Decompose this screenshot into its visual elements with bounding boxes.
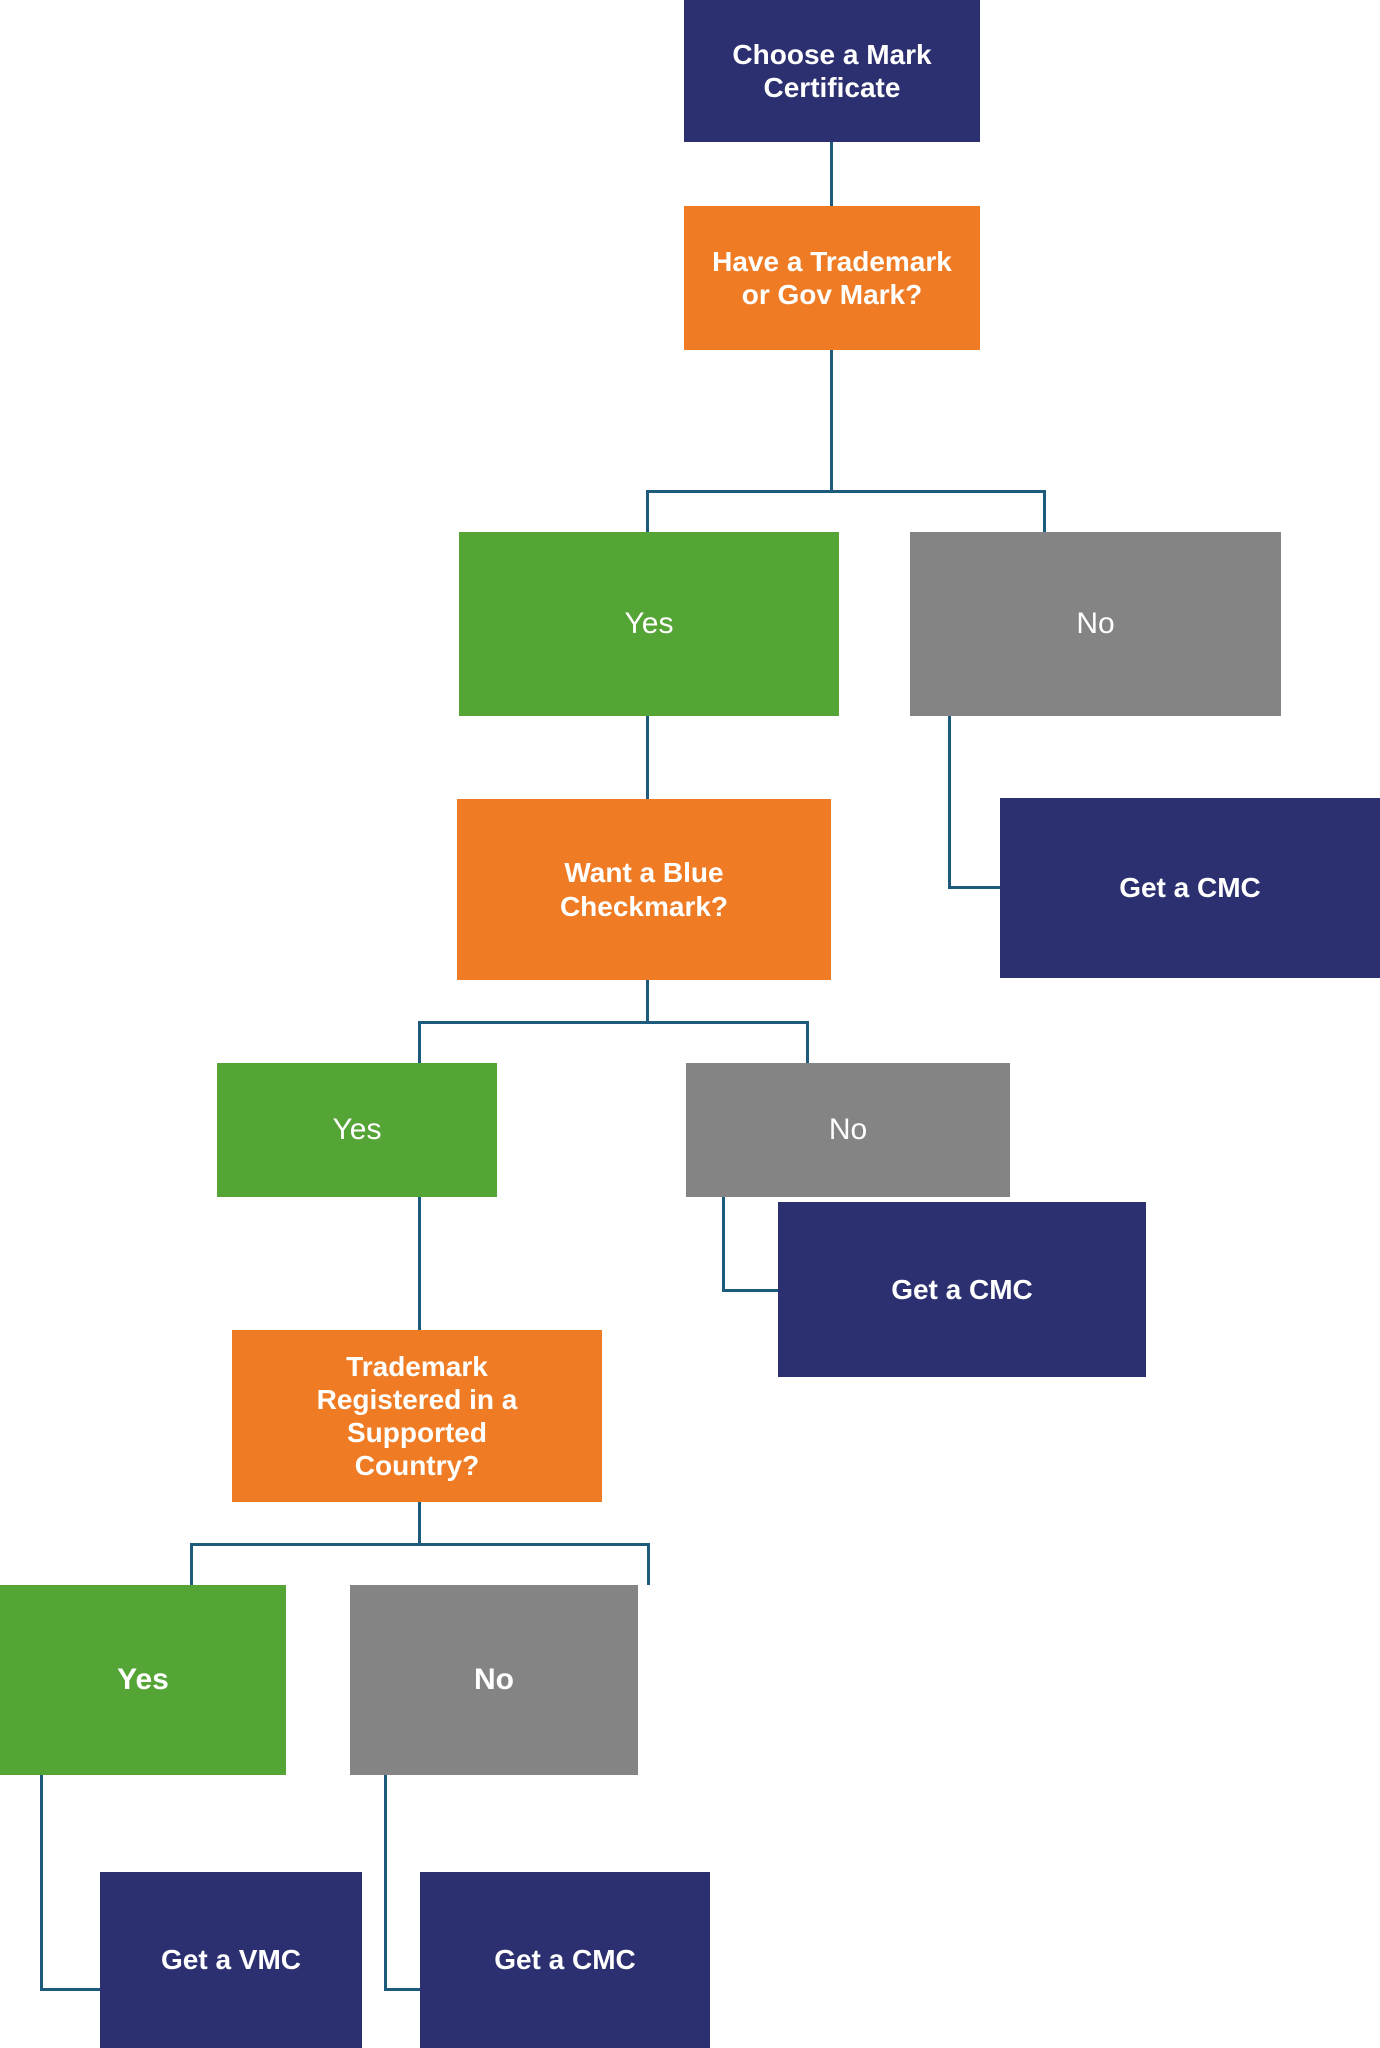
connector-q3no-elbow bbox=[384, 1988, 422, 1991]
connector-q1-to-no bbox=[1043, 490, 1046, 532]
node-outcome-get-a-vmc[interactable]: Get a VMC bbox=[100, 1872, 362, 2048]
connector-q2no-stem bbox=[722, 1197, 725, 1292]
node-want-a-blue-checkmark[interactable]: Want a Blue Checkmark? bbox=[457, 799, 831, 980]
connector-q2-bus-right bbox=[646, 1021, 809, 1024]
connector-q1yes-to-q2 bbox=[646, 716, 649, 799]
connector-q1-stem bbox=[830, 350, 833, 492]
connector-q2-bus-left bbox=[418, 1021, 649, 1024]
node-trademark-registered-in-supported-country[interactable]: Trademark Registered in a Supported Coun… bbox=[232, 1330, 602, 1502]
connector-q3yes-stem-2 bbox=[40, 1775, 43, 1990]
node-outcome-get-a-cmc-no-blue-checkmark[interactable]: Get a CMC bbox=[778, 1202, 1146, 1377]
connector-q3-to-yes bbox=[190, 1543, 193, 1585]
connector-q2yes-to-q3 bbox=[418, 1197, 421, 1330]
node-have-a-trademark-or-gov-mark[interactable]: Have a Trademark or Gov Mark? bbox=[684, 206, 980, 350]
node-outcome-get-a-cmc-unsupported-country[interactable]: Get a CMC bbox=[420, 1872, 710, 2048]
connector-q1no-elbow bbox=[948, 886, 1004, 889]
connector-q1-bus bbox=[646, 490, 846, 493]
connector-q3-stem bbox=[418, 1502, 421, 1545]
connector-q2-to-no bbox=[806, 1021, 809, 1063]
node-q2-answer-no[interactable]: No bbox=[686, 1063, 1010, 1197]
connector-q3yes-elbow-2 bbox=[40, 1988, 100, 1991]
node-q2-answer-yes[interactable]: Yes bbox=[217, 1063, 497, 1197]
node-outcome-get-a-cmc-no-trademark[interactable]: Get a CMC bbox=[1000, 798, 1380, 978]
connector-q3-bus-right bbox=[418, 1543, 650, 1546]
node-q1-answer-no[interactable]: No bbox=[910, 532, 1281, 716]
connector-q3no-stem bbox=[384, 1775, 387, 1990]
connector-q1-bus-right bbox=[830, 490, 1046, 493]
connector-q3-to-no bbox=[647, 1543, 650, 1585]
connector-q2no-elbow bbox=[722, 1289, 780, 1292]
connector-q1no-stem bbox=[948, 716, 951, 888]
node-q1-answer-yes[interactable]: Yes bbox=[459, 532, 839, 716]
connector-q2-to-yes bbox=[418, 1021, 421, 1063]
node-q3-answer-no[interactable]: No bbox=[350, 1585, 638, 1775]
node-choose-a-mark-certificate[interactable]: Choose a Mark Certificate bbox=[684, 0, 980, 142]
connector-q3-bus-left bbox=[190, 1543, 421, 1546]
connector-q1-to-yes bbox=[646, 490, 649, 542]
node-q3-answer-yes[interactable]: Yes bbox=[0, 1585, 286, 1775]
connector-start-to-q1 bbox=[830, 142, 833, 206]
connector-q2-stem bbox=[646, 980, 649, 1024]
